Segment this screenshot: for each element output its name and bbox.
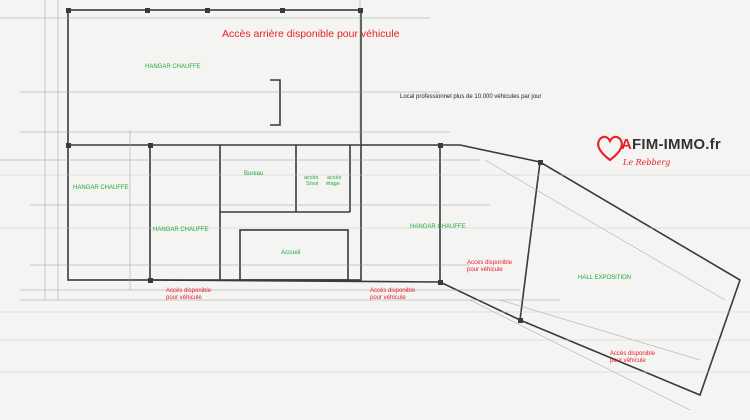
access-note-bottom-line1: Accès disponible (610, 351, 656, 357)
logo-wordmark: AFIM-IMMO.fr (621, 136, 721, 153)
dimension-lines (0, 0, 726, 411)
room-etage-2: étage (326, 181, 340, 187)
traffic-note: Local professionnel plus de 10.000 véhic… (400, 94, 542, 100)
logo-subtitle: Le Rebberg (623, 158, 671, 167)
heart-icon (597, 135, 623, 162)
room-bureau: Bureau (244, 171, 264, 177)
room-accueil: Accueil (281, 250, 301, 256)
access-note-left-line1: Accès disponible (166, 288, 212, 294)
room-acces-1: accès (304, 175, 319, 181)
room-hangar-right: HANGAR CHAUFFE (410, 224, 466, 230)
access-note-center-line1: Accès disponible (370, 288, 416, 294)
scan-lines (0, 174, 750, 373)
access-note-center-line2: pour véhicule (370, 295, 406, 301)
room-hangar-left: HANGAR CHAUFFE (73, 185, 129, 191)
access-note-right-line2: pour véhicule (467, 267, 503, 273)
access-note-right-line1: Accès disponible (467, 260, 513, 266)
access-note-bottom-line2: pour véhicule (610, 358, 646, 364)
columns (66, 8, 543, 323)
afim-immo-logo[interactable]: AFIM-IMMO.fr Le Rebberg (595, 130, 730, 172)
building-walls (67, 9, 741, 397)
access-note-left-line2: pour véhicule (166, 295, 202, 301)
plan-title: Accès arrière disponible pour véhicule (222, 28, 400, 40)
room-hangar-center: HANGAR CHAUFFE (153, 227, 209, 233)
room-hall-exposition: HALL EXPOSITION (578, 275, 632, 281)
room-hangar-top: HANGAR CHAUFFE (145, 64, 201, 70)
room-acces-2: accès (327, 175, 342, 181)
room-etage-1: S/sol (306, 181, 319, 187)
